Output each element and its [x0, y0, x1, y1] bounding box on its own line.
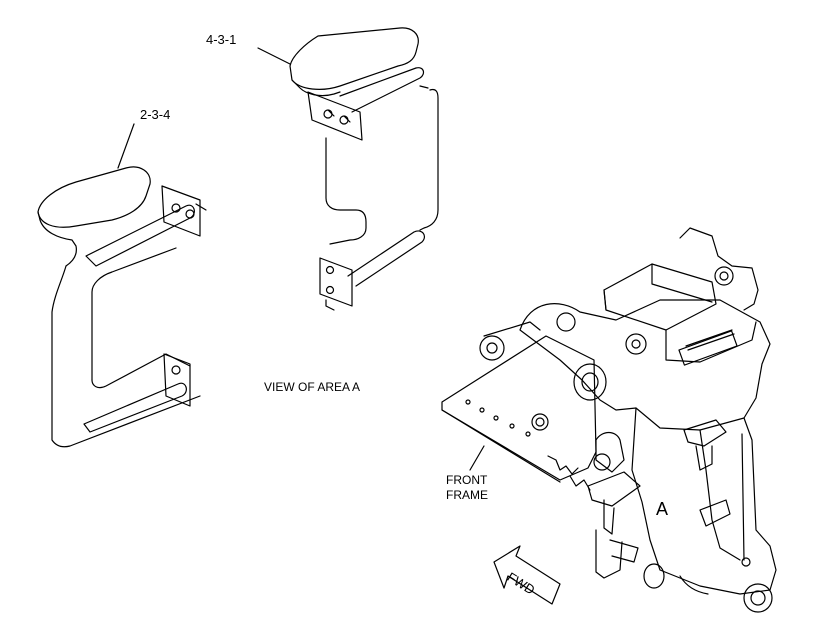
upper-housing: [519, 299, 771, 431]
front-frame-label-line1: FRONT: [446, 473, 488, 487]
part-2-3-4: [37, 123, 207, 448]
wedge-lower: [347, 230, 426, 287]
leader-line-front-frame: [469, 445, 485, 471]
pad-left: [37, 166, 151, 228]
bracket-plate-lower: [319, 257, 353, 307]
callout-4-3-1: 4-3-1: [206, 32, 237, 47]
area-a-marker: A: [656, 499, 669, 519]
fwd-direction-arrow: [493, 545, 561, 605]
top-box: [603, 263, 717, 331]
frame-plate: [441, 335, 597, 481]
back-plate-left: [51, 265, 201, 448]
leader-line-2-3-4: [117, 123, 135, 169]
callout-2-3-4: 2-3-4: [140, 107, 171, 122]
view-caption: VIEW OF AREA A: [264, 380, 361, 394]
pad-near-area-a: [587, 471, 641, 507]
lower-column: [631, 407, 777, 595]
rod-top: [325, 137, 367, 245]
wedge-upper-left: [85, 204, 195, 267]
part-4-3-1: [257, 27, 439, 311]
bracket-plate-top: [307, 91, 363, 141]
wedge-lower-left: [83, 382, 187, 433]
leader-line-4-3-1: [257, 47, 291, 65]
front-frame-label-line2: FRAME: [446, 488, 488, 502]
pad-top: [289, 27, 419, 90]
front-frame-assembly: [441, 227, 777, 613]
